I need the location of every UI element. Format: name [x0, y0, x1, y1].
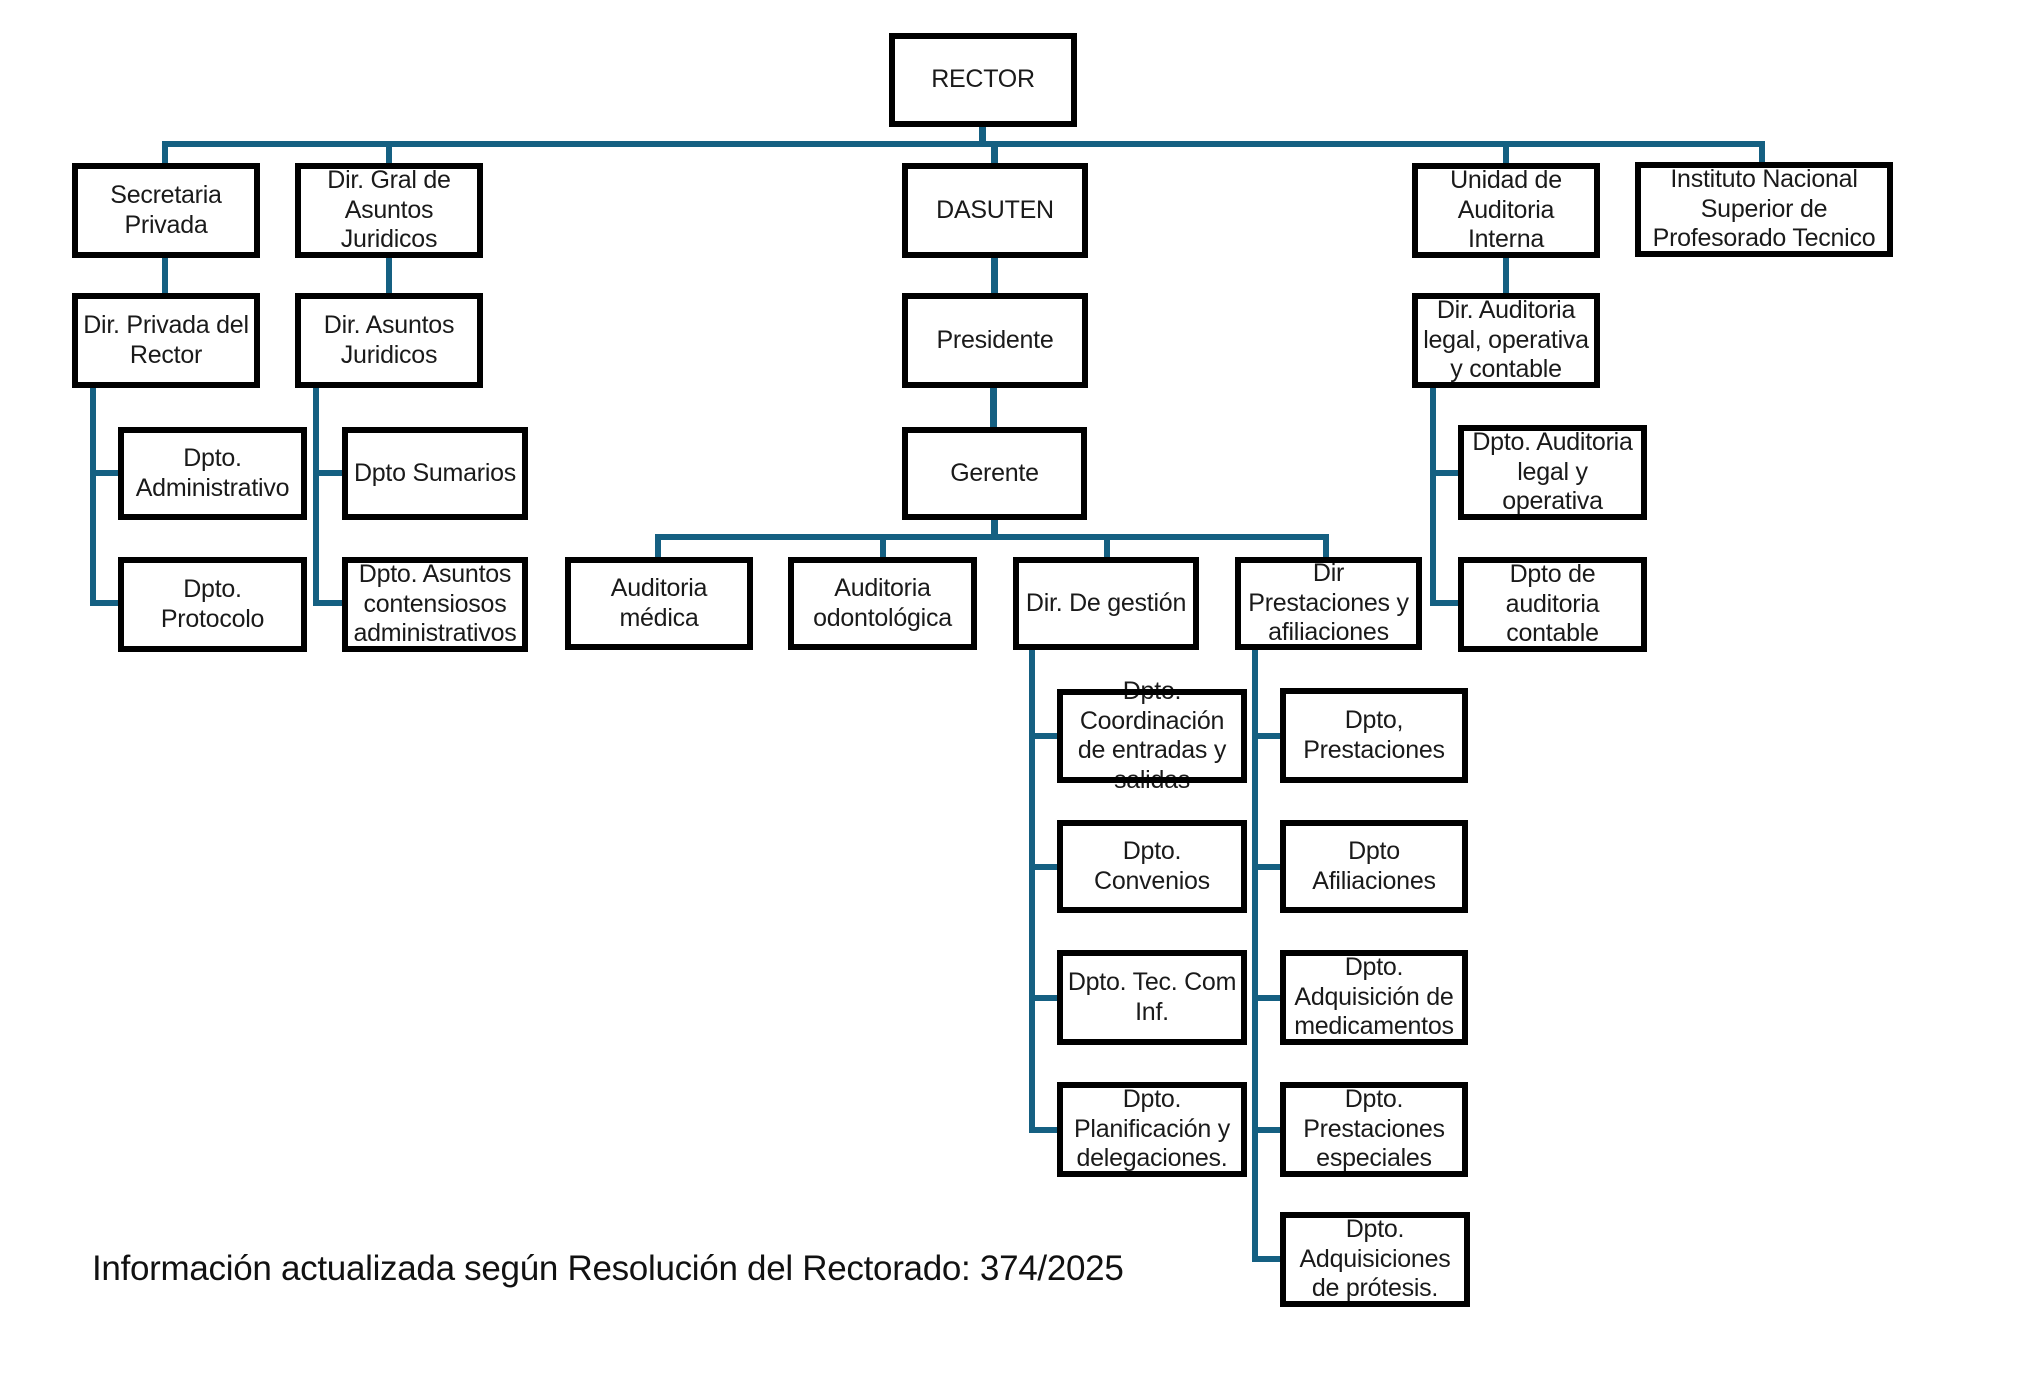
org-box-label: Dpto. Tec. Com Inf. [1067, 968, 1237, 1026]
org-box-label: Dir. Asuntos Juridicos [323, 311, 455, 369]
org-box-label: Gerente [950, 458, 1039, 487]
connector-line [386, 258, 392, 294]
org-box-dpto-aud-legal-op: Dpto. Auditoria legal y operativa [1458, 425, 1647, 520]
org-box-label: Presidente [936, 325, 1054, 354]
connector-line [655, 534, 1329, 540]
connector-line [386, 146, 392, 164]
org-box-label: Auditoria médica [610, 574, 708, 632]
org-box-dpto-tec-com-inf: Dpto. Tec. Com Inf. [1057, 950, 1247, 1045]
org-box-dpto-medicamentos: Dpto. Adquisición de medicamentos [1280, 950, 1468, 1045]
org-box-presidente: Presidente [902, 293, 1088, 388]
org-box-label: Auditoria odontológica [813, 574, 952, 632]
connector-line [979, 127, 986, 142]
connector-line [655, 534, 661, 558]
org-box-dpto-coordinacion: Dpto. Coordinación de entradas y salidas [1057, 677, 1247, 794]
org-box-dir-de-gestion: Dir. De gestión [1013, 557, 1199, 650]
org-box-label: Dpto. Adquisición de medicamentos [1294, 953, 1454, 1041]
org-box-label: RECTOR [931, 65, 1035, 94]
connector-line [1503, 258, 1509, 294]
connector-line [1759, 141, 1765, 163]
org-box-dir-auditoria-legal: Dir. Auditoria legal, operativa y contab… [1412, 293, 1600, 388]
footer-note: Información actualizada según Resolución… [92, 1249, 1124, 1288]
connector-line [991, 146, 998, 164]
org-box-dpto-prestaciones: Dpto, Prestaciones [1280, 688, 1468, 783]
org-box-label: Dpto, Prestaciones [1303, 706, 1445, 764]
org-box-dir-asuntos-juridicos: Dir. Asuntos Juridicos [295, 293, 483, 388]
connector-line [880, 539, 886, 558]
connector-line [1252, 995, 1281, 1001]
connector-line [1029, 864, 1058, 870]
org-box-dpto-especiales: Dpto. Prestaciones especiales [1280, 1082, 1468, 1177]
org-box-label: DASUTEN [936, 195, 1054, 224]
org-box-label: Dir Prestaciones y afiliaciones [1248, 559, 1409, 647]
connector-line [1252, 1256, 1281, 1262]
org-box-dir-privada-rector: Dir. Privada del Rector [72, 293, 260, 388]
org-box-dpto-afiliaciones: Dpto Afiliaciones [1280, 820, 1468, 913]
org-box-label: Dir. Auditoria legal, operativa y contab… [1423, 296, 1589, 384]
connector-line [1430, 600, 1459, 606]
connector-line [1104, 539, 1110, 558]
org-box-label: Dpto. Prestaciones especiales [1303, 1085, 1445, 1173]
connector-line [90, 470, 119, 476]
connector-line [1430, 388, 1436, 606]
org-box-dpto-planificacion: Dpto. Planificación y delegaciones. [1057, 1082, 1247, 1177]
org-box-label: Dpto de auditoria contable [1505, 560, 1600, 648]
connector-line [1252, 733, 1281, 739]
org-box-dpto-protesis: Dpto. Adquisiciones de prótesis. [1280, 1212, 1470, 1307]
connector-line [1252, 864, 1281, 870]
org-box-unidad-auditoria: Unidad de Auditoria Interna [1412, 163, 1600, 258]
connector-line [313, 470, 343, 476]
org-box-dir-gral-asuntos: Dir. Gral de Asuntos Juridicos [295, 163, 483, 258]
org-box-label: Dpto Sumarios [353, 458, 517, 487]
org-box-dpto-aud-contable: Dpto de auditoria contable [1458, 557, 1647, 652]
org-box-dpto-administrativo: Dpto. Administrativo [118, 427, 307, 520]
org-box-label: Dpto. Adquisiciones de prótesis. [1299, 1215, 1451, 1303]
connector-line [1029, 995, 1058, 1001]
connector-line [162, 141, 168, 163]
connector-line [1252, 1127, 1281, 1133]
org-box-label: Unidad de Auditoria Interna [1450, 166, 1562, 254]
connector-line [1503, 146, 1509, 164]
connector-line [1323, 534, 1329, 558]
connector-line [1430, 470, 1459, 476]
org-box-label: Instituto Nacional Superior de Profesora… [1652, 165, 1876, 253]
org-box-rector: RECTOR [889, 33, 1077, 127]
connector-line [991, 520, 998, 535]
org-box-dpto-sumarios: Dpto Sumarios [342, 427, 528, 520]
org-box-label: Dpto. Asuntos contensiosos administrativ… [353, 560, 517, 648]
connector-line [1252, 650, 1258, 1262]
org-box-label: Dpto. Planificación y delegaciones. [1073, 1085, 1231, 1173]
org-box-label: Secretaria Privada [110, 181, 222, 239]
org-box-label: Dir. Privada del Rector [83, 311, 249, 369]
org-box-auditoria-medica: Auditoria médica [565, 557, 753, 650]
org-box-label: Dpto. Auditoria legal y operativa [1472, 428, 1633, 516]
org-box-gerente: Gerente [902, 427, 1087, 520]
org-box-label: Dpto. Administrativo [135, 444, 290, 502]
org-box-dir-prestaciones: Dir Prestaciones y afiliaciones [1235, 557, 1422, 650]
org-box-label: Dir. Gral de Asuntos Juridicos [327, 166, 451, 254]
org-box-label: Dpto Afiliaciones [1312, 837, 1436, 895]
org-box-dasuten: DASUTEN [902, 163, 1088, 258]
org-box-label: Dpto. Convenios [1094, 837, 1210, 895]
connector-line [313, 388, 319, 606]
connector-line [313, 600, 343, 606]
org-box-dpto-contensiosos: Dpto. Asuntos contensiosos administrativ… [342, 557, 528, 652]
org-box-label: Dir. De gestión [1025, 588, 1187, 617]
connector-line [1029, 1127, 1058, 1133]
connector-line [1029, 733, 1058, 739]
connector-line [991, 258, 998, 294]
connector-line [162, 141, 1765, 147]
org-box-label: Dpto. Protocolo [160, 575, 265, 633]
org-box-dpto-protocolo: Dpto. Protocolo [118, 557, 307, 652]
connector-line [990, 388, 997, 428]
org-box-label: Dpto. Coordinación de entradas y salidas [1077, 677, 1227, 794]
org-box-auditoria-odontologica: Auditoria odontológica [788, 557, 977, 650]
connector-line [1029, 650, 1035, 1133]
org-box-instituto-nacional: Instituto Nacional Superior de Profesora… [1635, 162, 1893, 257]
connector-line [90, 600, 119, 606]
org-box-secretaria-privada: Secretaria Privada [72, 163, 260, 258]
connector-line [90, 388, 96, 606]
org-box-dpto-convenios: Dpto. Convenios [1057, 820, 1247, 913]
connector-line [162, 258, 168, 294]
